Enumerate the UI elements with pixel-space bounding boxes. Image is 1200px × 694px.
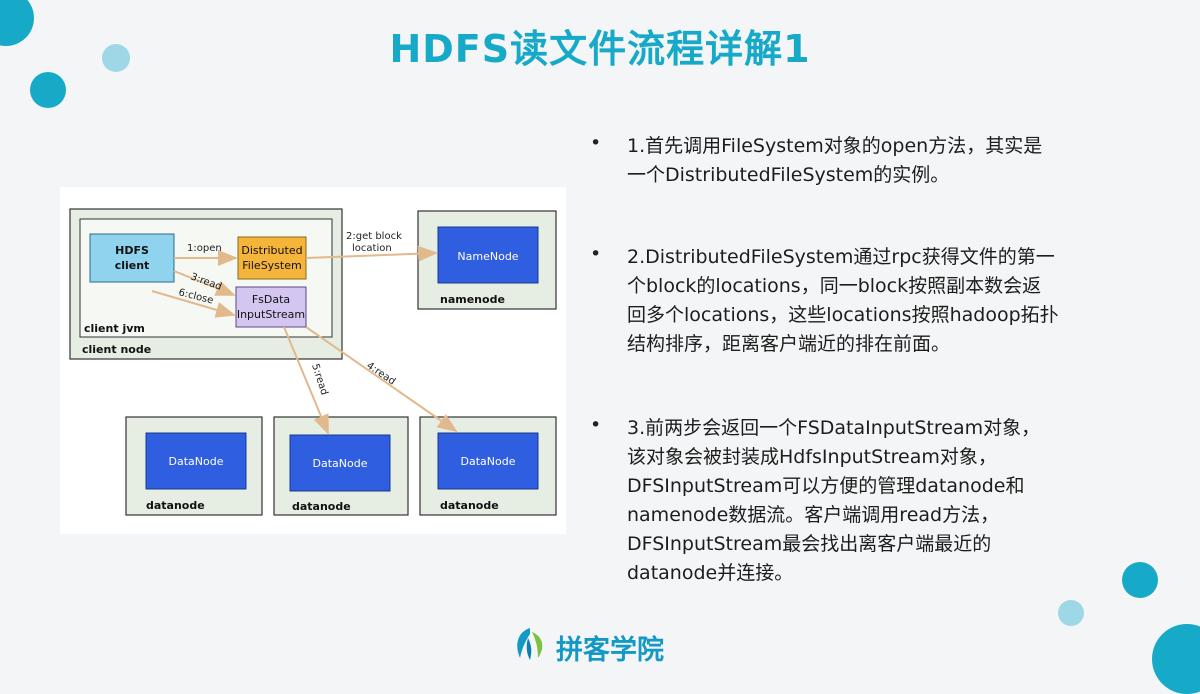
bullet-dot: • <box>590 414 602 436</box>
logo-mark-icon <box>517 628 543 660</box>
datanode-3-caption: datanode <box>440 499 499 512</box>
bullet-3-line-1: 3.前两步会返回一个FSDataInputStream对象， <box>627 417 1041 439</box>
decor-circle-small-light <box>102 44 130 72</box>
arrow-read-4-label: 4:read <box>364 360 397 387</box>
bullet-2-line-3: 回多个locations，这些locations按照hadoop拓扑 <box>627 304 1059 326</box>
arrow-read-4 <box>305 326 458 433</box>
datanode-1-caption: datanode <box>146 499 205 512</box>
bullet-2-line-4: 结构排序，距离客户端近的排在前面。 <box>627 333 951 355</box>
arrow-read-5-label: 5:read <box>309 363 329 397</box>
logo-text: 拼客学院 <box>556 635 664 666</box>
bullet-3-text: 3.前两步会返回一个FSDataInputStream对象， 该对象会被封装成H… <box>627 414 1105 588</box>
datanode-2-box <box>289 434 391 492</box>
datanode-3-box <box>437 432 539 490</box>
arrow-get-block-label-2: location <box>352 243 392 254</box>
decor-circle-bottom-right <box>1152 624 1200 694</box>
bullet-1-text: 1.首先调用FileSystem对象的open方法，其实是 一个Distribu… <box>627 132 1105 190</box>
bullet-2-text: 2.DistributedFileSystem通过rpc获得文件的第一 个blo… <box>627 243 1105 359</box>
namenode-box-label: NameNode <box>457 250 518 263</box>
stream-line2: InputStream <box>237 308 305 321</box>
bullet-3-line-6: datanode并连接。 <box>627 562 794 584</box>
arrow-read-5 <box>283 326 329 435</box>
arrow-close-6 <box>151 290 236 318</box>
hdfs-client-line2: client <box>115 259 150 272</box>
datanode-2-caption: datanode <box>292 500 351 513</box>
bullet-2-line-2: 个block的locations，同一block按照副本数会返 <box>627 275 1042 297</box>
bullet-2-line-1: 2.DistributedFileSystem通过rpc获得文件的第一 <box>627 246 1055 268</box>
bullet-1-line-2: 一个DistributedFileSystem的实例。 <box>627 164 950 186</box>
dfs-line2: FileSystem <box>242 259 301 272</box>
arrow-read-3 <box>173 270 236 296</box>
stream-box <box>235 286 307 328</box>
arrow-get-block <box>305 245 438 262</box>
hdfs-client-line1: HDFS <box>115 244 149 257</box>
dfs-line1: Distributed <box>241 244 302 257</box>
hdfs-client-box <box>89 233 175 283</box>
stream-line1: FsData <box>252 293 290 306</box>
bullet-3-line-3: DFSInputStream可以方便的管理datanode和 <box>627 475 1025 497</box>
bullet-3-line-2: 该对象会被封装成HdfsInputStream对象， <box>627 446 997 468</box>
brand-logo: 拼客学院 <box>508 624 708 666</box>
hdfs-read-diagram: client node client jvm HDFS client Distr… <box>60 187 566 534</box>
datanode-3-label: DataNode <box>461 455 516 468</box>
bullet-3-line-4: namenode数据流。客户端调用read方法， <box>627 504 1000 526</box>
datanode-1-label: DataNode <box>169 455 224 468</box>
arrow-open-label: 1:open <box>187 243 222 254</box>
namenode-caption: namenode <box>440 293 505 306</box>
diagram-svg: client node client jvm HDFS client Distr… <box>69 208 557 516</box>
client-jvm-label: client jvm <box>84 322 145 335</box>
decor-circle-right <box>1122 562 1158 598</box>
bullet-1-line-1: 1.首先调用FileSystem对象的open方法，其实是 <box>627 135 1043 157</box>
namenode-box <box>437 226 539 284</box>
bullet-dot: • <box>590 243 602 265</box>
slide-title: HDFS读文件流程详解1 <box>389 27 811 71</box>
datanode-2-label: DataNode <box>313 457 368 470</box>
bullet-dot: • <box>590 132 602 154</box>
arrow-get-block-label-1: 2:get block <box>346 231 402 242</box>
decor-circle-left <box>30 72 66 108</box>
decor-circle-right-light <box>1058 600 1084 626</box>
bullet-3-line-5: DFSInputStream最会找出离客户端最近的 <box>627 533 992 555</box>
datanode-1-box <box>145 432 247 490</box>
client-node-label: client node <box>82 343 151 356</box>
